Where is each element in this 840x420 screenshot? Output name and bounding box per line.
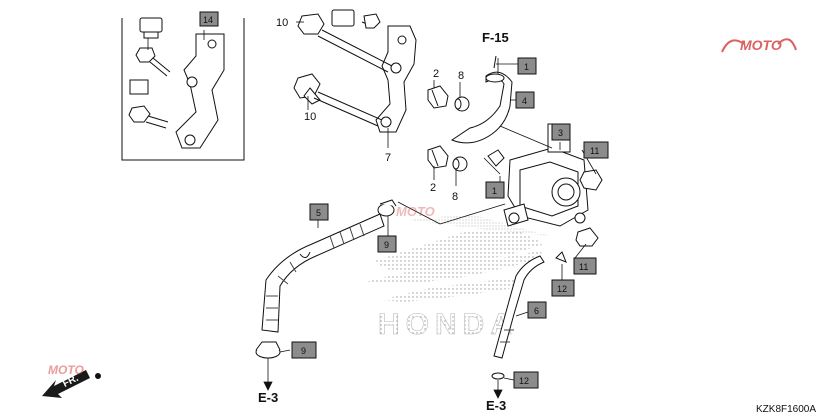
moto-watermark-center: MOTO: [396, 204, 435, 219]
clamp-upper: [377, 199, 397, 217]
svg-text:12: 12: [519, 376, 529, 386]
diagram-code: KZK8F1600A: [756, 404, 816, 415]
ref-top: F-15: [482, 30, 509, 45]
upper-hose: [450, 55, 513, 144]
box-6: 6: [527, 301, 547, 319]
box-9-lower: 9: [291, 341, 317, 359]
box-5: 5: [309, 203, 329, 221]
rubber-mounts: [427, 85, 470, 172]
box-callouts: 14 1 4 3 11 1 5 9 11 12 6 9 12: [129, 11, 609, 389]
box-9-upper: 9: [377, 235, 397, 253]
inset-cap: [139, 17, 163, 33]
callout-7: 7: [385, 152, 391, 164]
honda-watermark-text: HONDA: [378, 308, 518, 341]
svg-text:12: 12: [557, 284, 567, 294]
callout-10-upper: 10: [276, 17, 288, 29]
box-11-lower: 11: [573, 257, 597, 275]
moto-watermark-center-text: MOTO: [396, 204, 435, 219]
svg-text:5: 5: [316, 208, 321, 218]
moto-watermark-bottom: MOTO: [48, 363, 84, 377]
top-cap: [331, 9, 355, 27]
svg-text:9: 9: [301, 346, 306, 356]
callout-8-lower: 8: [452, 191, 458, 203]
svg-text:14: 14: [203, 15, 213, 25]
left-hose: [261, 213, 385, 333]
svg-text:1: 1: [492, 186, 497, 196]
honda-wing-watermark: HONDA: [365, 214, 550, 341]
svg-text:1: 1: [524, 62, 529, 72]
box-4: 4: [515, 91, 535, 109]
svg-text:11: 11: [579, 262, 588, 272]
lower-bolt: [293, 73, 383, 127]
svg-text:6: 6: [534, 306, 539, 316]
svg-text:11: 11: [590, 146, 599, 156]
box-12-lower: 12: [513, 371, 539, 389]
inset-bracket-assembly: [128, 17, 225, 149]
callout-2-upper: 2: [433, 68, 439, 80]
upper-bolt: [297, 9, 393, 73]
caps: [575, 169, 603, 247]
inset-bolt-upper: [135, 47, 156, 63]
callout-10-lower: 10: [304, 111, 316, 123]
box-3: 3: [551, 123, 571, 141]
air-valve-body: [487, 123, 589, 227]
inset-bolt-lower: [128, 105, 151, 123]
ref-bottom: E-3: [486, 398, 506, 413]
box-14: 14: [199, 11, 219, 27]
box-1-upper: 1: [517, 57, 537, 75]
ref-left: E-3: [258, 390, 278, 405]
box-11-upper: 11: [583, 141, 609, 159]
clamp-lower: [255, 341, 281, 359]
moto-watermark-top-text: MOTO: [740, 37, 782, 53]
inset-bracket: [175, 33, 225, 149]
leader-lines: [147, 21, 597, 399]
box-1-lower: 1: [485, 181, 505, 199]
inset-frame: [121, 18, 245, 161]
callout-2-lower: 2: [430, 182, 436, 194]
right-hose: [491, 251, 567, 380]
svg-text:4: 4: [522, 96, 527, 106]
moto-watermark-top: MOTO: [721, 37, 797, 53]
box-blank: [129, 79, 149, 95]
main-bracket: [375, 25, 417, 133]
callout-8-upper: 8: [458, 70, 464, 82]
moto-watermark-bottom-text: MOTO: [48, 363, 84, 377]
box-12-upper: 12: [551, 279, 575, 297]
svg-text:9: 9: [384, 240, 389, 250]
svg-text:3: 3: [558, 128, 563, 138]
